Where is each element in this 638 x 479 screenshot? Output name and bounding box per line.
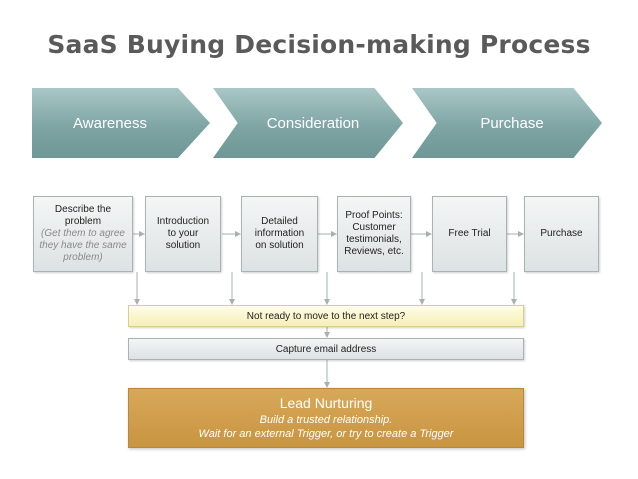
stage-label: Awareness [73, 114, 147, 132]
stage-consideration: Consideration [213, 88, 403, 158]
not-ready-text: Not ready to move to the next step? [246, 310, 406, 322]
step-text: on solution [255, 240, 304, 251]
step-text: Detailed [261, 216, 298, 227]
step-purchase: Purchase [524, 196, 599, 272]
lead-line-2: Wait for an external Trigger, or try to … [198, 428, 454, 440]
step-subtext: they have the same [39, 240, 127, 251]
step-detailed-info: Detailed information on solution [241, 196, 318, 272]
step-text: Describe the [54, 204, 112, 215]
step-text: Reviews, etc. [344, 246, 404, 257]
step-text: information [254, 228, 305, 239]
lead-nurturing-box: Lead Nurturing Build a trusted relations… [128, 388, 524, 448]
step-free-trial: Free Trial [432, 196, 507, 272]
step-describe-problem: Describe the problem (Get them to agree … [33, 196, 133, 272]
step-text: Free Trial [448, 228, 491, 239]
step-subtext: (Get them to agree [41, 228, 125, 239]
step-text: solution [165, 240, 201, 251]
step-text: Introduction [156, 216, 210, 227]
step-text: problem [64, 216, 102, 227]
stage-label: Purchase [480, 114, 544, 132]
page-title: SaaS Buying Decision-making Process [47, 30, 591, 59]
not-ready-bar: Not ready to move to the next step? [128, 305, 524, 327]
step-text: Purchase [540, 228, 583, 239]
stage-purchase: Purchase [412, 88, 602, 158]
capture-email-bar: Capture email address [128, 338, 524, 360]
stage-awareness: Awareness [32, 88, 210, 158]
step-text: to your [167, 228, 199, 239]
lead-heading: Lead Nurturing [279, 395, 373, 411]
stage-label: Consideration [266, 114, 360, 132]
step-text: testimonials, [346, 234, 402, 245]
step-subtext: problem) [63, 252, 103, 263]
step-text: Proof Points: [345, 210, 403, 221]
lead-line-1: Build a trusted relationship. [259, 414, 393, 426]
step-proof-points: Proof Points: Customer testimonials, Rev… [337, 196, 411, 272]
capture-email-text: Capture email address [275, 343, 377, 355]
step-introduction: Introduction to your solution [145, 196, 221, 272]
step-text: Customer [352, 222, 396, 233]
